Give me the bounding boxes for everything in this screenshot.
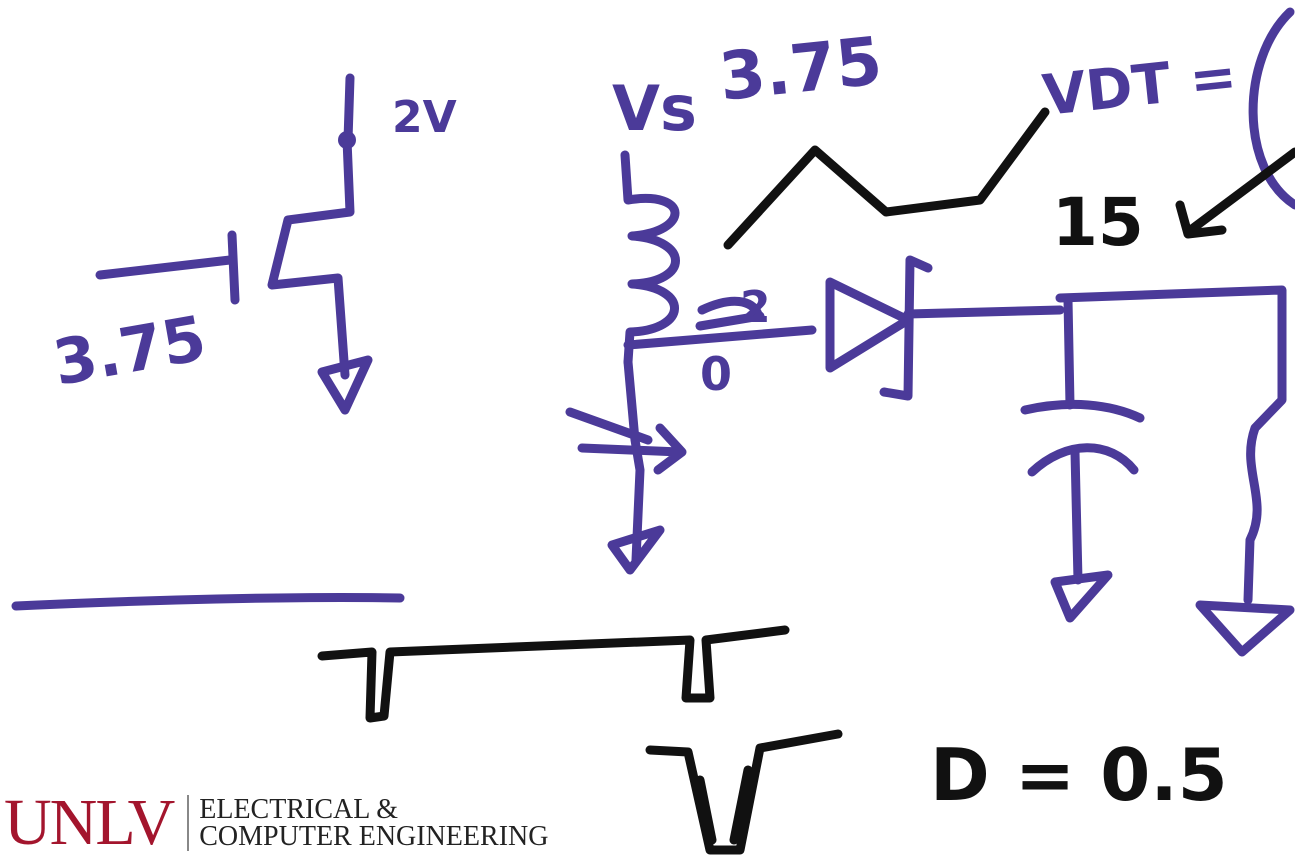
inductor-coil	[620, 150, 680, 367]
node-wire	[623, 325, 817, 350]
mosfet-channel	[267, 135, 355, 380]
load-resistor	[1055, 285, 1287, 605]
duty-pulse	[645, 729, 843, 855]
node-high-label: 2	[740, 282, 771, 333]
diode-body	[825, 277, 913, 373]
logo-dept-line1: ELECTRICAL &	[199, 794, 399, 825]
dc-level-line	[11, 592, 405, 611]
duty-cycle-label: D = 0.5	[930, 733, 1228, 817]
diode-output-wire	[903, 305, 1065, 319]
logo-mark: UNLV	[4, 786, 175, 859]
pulse-waveform	[317, 625, 790, 723]
triangle-wave	[723, 107, 1050, 250]
cap-bottom-lead	[1070, 447, 1083, 585]
gate-lead	[95, 255, 235, 280]
logo-divider	[187, 795, 190, 851]
high-level-mark	[695, 296, 765, 331]
gate-plate	[227, 230, 240, 305]
switch-ground-arrow	[607, 525, 665, 575]
unlv-logo: UNLV ELECTRICAL & COMPUTER ENGINEERING	[4, 790, 548, 856]
cap-top-lead	[1063, 295, 1075, 410]
vdt-bracket	[1248, 7, 1295, 210]
vdt-annotation: VDT = 15	[723, 7, 1295, 261]
vs-label: Vs	[612, 72, 697, 145]
cap-plate-top	[1020, 399, 1145, 423]
cap-plate-bottom	[1027, 443, 1139, 477]
logo-dept-line2: COMPUTER ENGINEERING	[199, 821, 549, 852]
node-low-label: 0	[700, 347, 732, 401]
vdt-pointer-arrow	[1175, 147, 1295, 239]
ground-arrow	[317, 355, 373, 415]
waveforms: D = 0.5	[11, 592, 1228, 855]
vs-value-label: 3.75	[716, 22, 886, 116]
output-stage	[1020, 285, 1295, 657]
vdt-label: VDT =	[1040, 44, 1240, 129]
diode-cathode-bar	[879, 255, 933, 401]
supply-voltage-label: 2V	[392, 92, 457, 143]
gate-voltage-label: 3.75	[48, 301, 211, 399]
logo-department: ELECTRICAL & COMPUTER ENGINEERING	[199, 794, 549, 852]
load-ground-arrow	[1195, 600, 1295, 657]
switch-transistor	[565, 407, 687, 475]
supply-wire	[343, 73, 355, 145]
boost-stage: Vs 3.75 2 0	[565, 22, 1065, 575]
switch-drain-wire	[623, 357, 645, 565]
left-mosfet: 2V 3.75	[48, 73, 457, 415]
cap-ground-arrow	[1050, 570, 1113, 623]
vdt-value-label: 15	[1052, 184, 1144, 261]
